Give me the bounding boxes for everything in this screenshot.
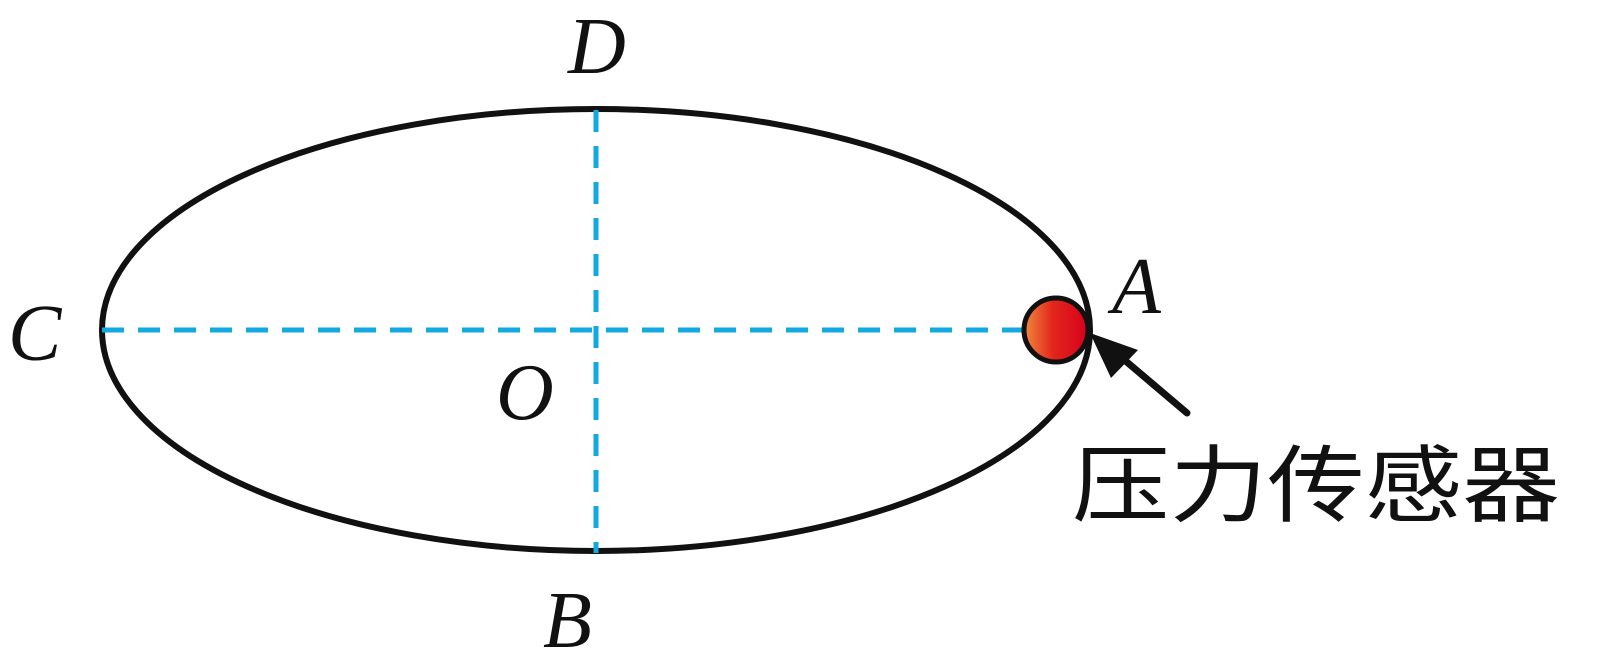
label-point-a: A	[1107, 243, 1162, 331]
label-point-c: C	[8, 290, 63, 378]
pressure-sensor-label: 压力传感器	[1072, 437, 1560, 535]
label-point-b: B	[543, 577, 592, 665]
sensor-pointer-arrowhead	[1090, 333, 1138, 378]
label-point-d: D	[567, 3, 626, 91]
pressure-sensor-ball	[1021, 295, 1091, 365]
sensor-pointer-shaft	[1111, 348, 1191, 417]
label-point-o: O	[496, 349, 554, 437]
